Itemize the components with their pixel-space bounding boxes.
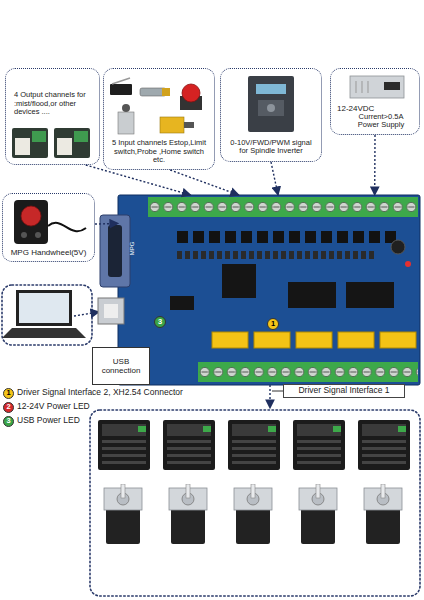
- xh-connector: [254, 332, 290, 348]
- relay-body: [57, 138, 72, 155]
- micro-switch: [110, 84, 132, 95]
- driver-arrow: [269, 385, 270, 408]
- callout-number: 1: [3, 388, 14, 399]
- terminal-screws: [148, 197, 418, 217]
- relay-terminal: [32, 131, 46, 142]
- callout-number: 3: [154, 316, 166, 328]
- usb-box: USB connection: [92, 347, 150, 385]
- xh-connector: [296, 332, 332, 348]
- relay-module: [54, 128, 90, 158]
- vga-socket: [108, 225, 122, 277]
- legend-text: 12-24V Power LED: [17, 402, 217, 414]
- box-title: MPG: [129, 242, 136, 256]
- terminal-block: [148, 197, 418, 217]
- callout-number: 1: [267, 318, 279, 330]
- box-title: 12-24VDC: [337, 104, 415, 113]
- stepper-motors: [98, 484, 416, 554]
- switch-lever: [112, 78, 130, 84]
- leader-line: [272, 391, 283, 392]
- xh-connector: [212, 332, 248, 348]
- inverter-knob: [267, 104, 275, 112]
- callout-number: 3: [3, 416, 14, 427]
- callout-number: 2: [3, 402, 14, 413]
- breakout-board: [118, 195, 420, 385]
- power-box: 12-24VDCCurrent>0.5A Power Supply: [330, 68, 420, 135]
- inductive-sensor: [160, 117, 184, 133]
- usb-socket: [104, 304, 118, 318]
- microcontroller-chip: [222, 264, 256, 298]
- sensor-cable: [184, 122, 194, 128]
- box-title: 5 Input channels Estop,Limit switch,Prob…: [108, 139, 210, 165]
- psu-terminal: [384, 82, 400, 90]
- estop-button: [182, 84, 200, 102]
- capacitor-symbol: [391, 240, 405, 254]
- ic-chip: [288, 282, 336, 308]
- inverter-keypad: [258, 100, 284, 116]
- xh-connector: [380, 332, 416, 348]
- power-led: [405, 261, 411, 267]
- optocoupler-row: [176, 230, 400, 244]
- laptop-screen-bezel: [16, 290, 72, 326]
- vent-line: [362, 81, 363, 93]
- signal-arrow: [95, 223, 118, 225]
- legend-text: USB Power LED: [17, 416, 87, 428]
- input-box: 5 Input channels Estop,Limit switch,Prob…: [103, 68, 215, 170]
- ic-chip: [170, 296, 194, 310]
- handwheel-cable: [48, 223, 86, 231]
- terminal-block: [198, 362, 418, 382]
- limit-switch: [118, 112, 134, 134]
- handwheel-knob: [35, 232, 41, 238]
- terminal-screws: [198, 362, 418, 382]
- signal-arrow: [271, 162, 278, 195]
- spindle-box: 0-10V/FWD/PWM signal for Spindle Inverte…: [220, 68, 322, 162]
- signal-arrow: [170, 170, 239, 195]
- laptop-screen: [19, 293, 69, 323]
- xh-connector: [338, 332, 374, 348]
- relay-terminal: [74, 131, 88, 142]
- stepper-drivers: [98, 420, 416, 476]
- legend-text: Driver Signal Interface 2, XH2.54 Connec…: [17, 388, 267, 400]
- relay-module: [12, 128, 48, 158]
- board-box: MPG: [118, 195, 420, 385]
- handwheel-dial: [21, 206, 41, 226]
- output-box: 4 Output channels for :mist/flood,or oth…: [5, 68, 100, 165]
- inverter-display: [256, 84, 286, 94]
- relay-body: [15, 138, 30, 155]
- laptop-base: [2, 328, 86, 338]
- power-supply: [350, 76, 404, 98]
- handwheel-knob: [21, 232, 27, 238]
- vent-line: [356, 81, 357, 93]
- usb-arrow: [74, 312, 99, 316]
- box-title: 0-10V/FWD/PWM signal for Spindle Inverte…: [227, 139, 315, 156]
- box-text: Current>0.5A Power Supply: [351, 113, 411, 130]
- vga-connector: [100, 215, 130, 287]
- ic-chip: [346, 282, 394, 308]
- resistor-row: [176, 250, 376, 260]
- sensor-cap: [162, 88, 170, 96]
- box-title: MPG Handwheel(5V): [7, 248, 90, 257]
- limit-switch-roller: [122, 104, 130, 112]
- handwheel-box: MPG Handwheel(5V): [2, 193, 95, 262]
- interface-label: Driver Signal Interface 1: [283, 384, 405, 398]
- drivers-frame: [90, 410, 420, 596]
- vent-line: [368, 81, 369, 93]
- usb-port: [98, 298, 124, 324]
- signal-arrow: [374, 135, 376, 195]
- box-title: USB connection: [95, 357, 147, 375]
- box-title: 4 Output channels for :mist/flood,or oth…: [14, 91, 93, 117]
- mpg-handwheel: [14, 200, 48, 244]
- spindle-inverter: [248, 76, 294, 132]
